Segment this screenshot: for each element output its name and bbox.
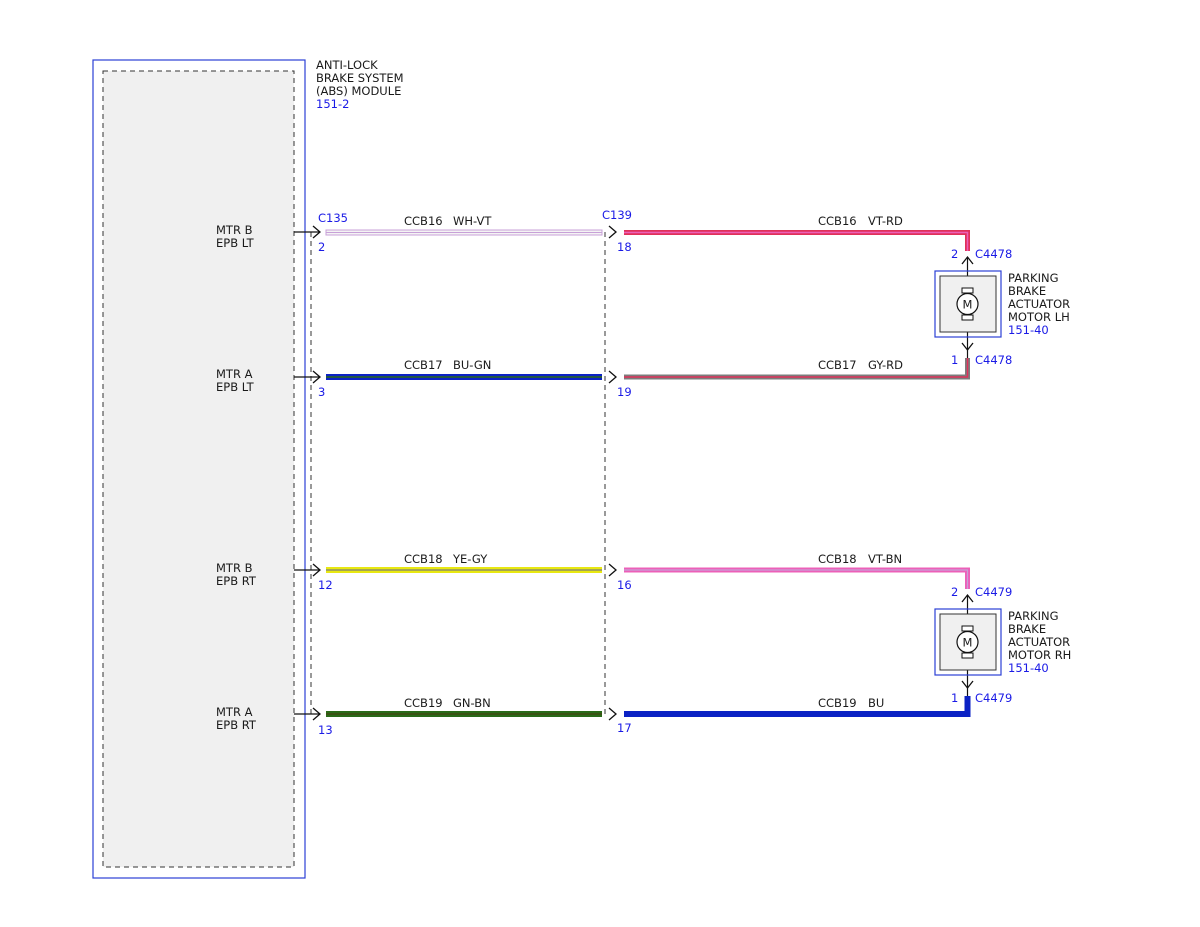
motor-brush-bottom — [961, 652, 974, 659]
module-pin-arrow — [312, 225, 321, 239]
motor-outline — [934, 270, 1002, 338]
motor-brush-bottom — [961, 314, 974, 321]
parking-brake-motor-lh: 2 C4478 M 1 C4478 PARKING BRAKE ACTUATOR… — [934, 247, 1070, 367]
inline-pin-number: 17 — [617, 721, 632, 735]
wire-color-code-2: GY-RD — [868, 358, 903, 372]
abs-module-ref: 151-2 — [316, 97, 349, 111]
motor-name-line-4: MOTOR LH — [1008, 310, 1070, 324]
inline-pin-arrow — [608, 563, 617, 577]
motor-connector-label-bottom: C4478 — [975, 353, 1012, 367]
pin-label-epb-rt-1: EPB RT — [216, 574, 257, 588]
module-pin-number: 12 — [318, 578, 333, 592]
motor-pin-top-number: 2 — [951, 585, 958, 599]
connector-c135-label: C135 — [318, 211, 348, 225]
motor-connector-label-bottom: C4479 — [975, 691, 1012, 705]
wire-vt-rd-stripe — [624, 231, 969, 251]
module-pin-number: 13 — [318, 723, 333, 737]
motor-symbol-letter: M — [963, 636, 973, 650]
abs-module-name-line-3: (ABS) MODULE — [316, 84, 401, 98]
motor-name-line-4: MOTOR RH — [1008, 648, 1071, 662]
wire-gy-rd-stripe — [624, 358, 969, 378]
module-pin-arrow — [312, 370, 321, 384]
motor-outline — [934, 608, 1002, 676]
pin-label-epb-rt-2: EPB RT — [216, 718, 257, 732]
abs-module-body — [102, 70, 295, 868]
wire-gy-rd — [624, 358, 970, 380]
circuit-ccb16: MTR B EPB LT 2 CCB16 WH-VT 18 CCB16 VT-R… — [216, 214, 970, 254]
motor-pin-top-number: 2 — [951, 247, 958, 261]
motor-connector-label-top: C4479 — [975, 585, 1012, 599]
motor-name-line-1: PARKING — [1008, 609, 1059, 623]
pin-label-mtr-a-lt: MTR A — [216, 367, 253, 381]
motor-pin-bottom-number: 1 — [951, 353, 958, 367]
wire-vt-rd — [624, 230, 970, 251]
circuit-number-2: CCB18 — [818, 552, 857, 566]
motor-brush-top — [961, 287, 974, 294]
circuit-ccb19: MTR A EPB RT 13 CCB19 GN-BN 17 CCB19 BU — [216, 696, 971, 737]
motor-name-line-2: BRAKE — [1008, 284, 1046, 298]
inline-pin-arrow — [608, 707, 617, 721]
module-pin-number: 3 — [318, 385, 325, 399]
wire-color-code-2: VT-BN — [868, 552, 902, 566]
abs-module: ANTI-LOCK BRAKE SYSTEM (ABS) MODULE 151-… — [92, 58, 404, 879]
pin-label-epb-lt-2: EPB LT — [216, 380, 255, 394]
motor-name-line-1: PARKING — [1008, 271, 1059, 285]
pin-label-mtr-a-rt: MTR A — [216, 705, 253, 719]
pin-label-mtr-b-lt: MTR B — [216, 223, 253, 237]
inline-pin-number: 16 — [617, 578, 632, 592]
inline-pin-arrow — [608, 370, 617, 384]
wire-color-code: BU-GN — [453, 358, 491, 372]
pin-label-epb-lt-1: EPB LT — [216, 236, 255, 250]
abs-module-name-line-2: BRAKE SYSTEM — [316, 71, 404, 85]
inline-pin-number: 18 — [617, 240, 632, 254]
motor-name-line-3: ACTUATOR — [1008, 635, 1070, 649]
motor-ref: 151-40 — [1008, 323, 1049, 337]
circuit-number-2: CCB17 — [818, 358, 857, 372]
inline-pin-number: 19 — [617, 385, 632, 399]
motor-pin-arrow-bottom — [961, 342, 974, 352]
wire-color-code: WH-VT — [453, 214, 492, 228]
motor-symbol-circle — [956, 630, 979, 654]
motor-pin-bottom-number: 1 — [951, 691, 958, 705]
connector-c139-label: C139 — [602, 208, 632, 222]
motor-name-line-2: BRAKE — [1008, 622, 1046, 636]
motor-pin-arrow-bottom — [961, 680, 974, 690]
abs-module-name-line-1: ANTI-LOCK — [316, 58, 378, 72]
motor-symbol-circle — [956, 292, 979, 316]
motor-name-line-3: ACTUATOR — [1008, 297, 1070, 311]
wire-color-code: GN-BN — [453, 696, 491, 710]
circuit-number: CCB18 — [404, 552, 443, 566]
circuit-number-2: CCB19 — [818, 696, 857, 710]
module-pin-number: 2 — [318, 240, 325, 254]
circuit-ccb18: MTR B EPB RT 12 CCB18 YE-GY 16 CCB18 VT-… — [216, 552, 970, 592]
module-pin-arrow — [312, 707, 321, 721]
inline-pin-arrow — [608, 225, 617, 239]
wire-vt-bn-stripe — [624, 569, 969, 589]
motor-brush-top — [961, 625, 974, 632]
circuit-number: CCB19 — [404, 696, 443, 710]
module-pin-arrow — [312, 563, 321, 577]
wire-color-code: YE-GY — [452, 552, 488, 566]
circuit-number: CCB17 — [404, 358, 443, 372]
circuit-number: CCB16 — [404, 214, 443, 228]
wire-color-code-2: BU — [868, 696, 884, 710]
motor-symbol-letter: M — [963, 298, 973, 312]
parking-brake-motor-rh: 2 C4479 M 1 C4479 PARKING BRAKE ACTUATOR… — [934, 585, 1071, 705]
wire-bu — [624, 696, 971, 717]
motor-ref: 151-40 — [1008, 661, 1049, 675]
wire-vt-bn — [624, 567, 970, 589]
motor-connector-label-top: C4478 — [975, 247, 1012, 261]
wire-color-code-2: VT-RD — [868, 214, 903, 228]
pin-label-mtr-b-rt: MTR B — [216, 561, 253, 575]
circuit-ccb17: MTR A EPB LT 3 CCB17 BU-GN 19 CCB17 GY-R… — [216, 358, 970, 399]
circuit-number-2: CCB16 — [818, 214, 857, 228]
